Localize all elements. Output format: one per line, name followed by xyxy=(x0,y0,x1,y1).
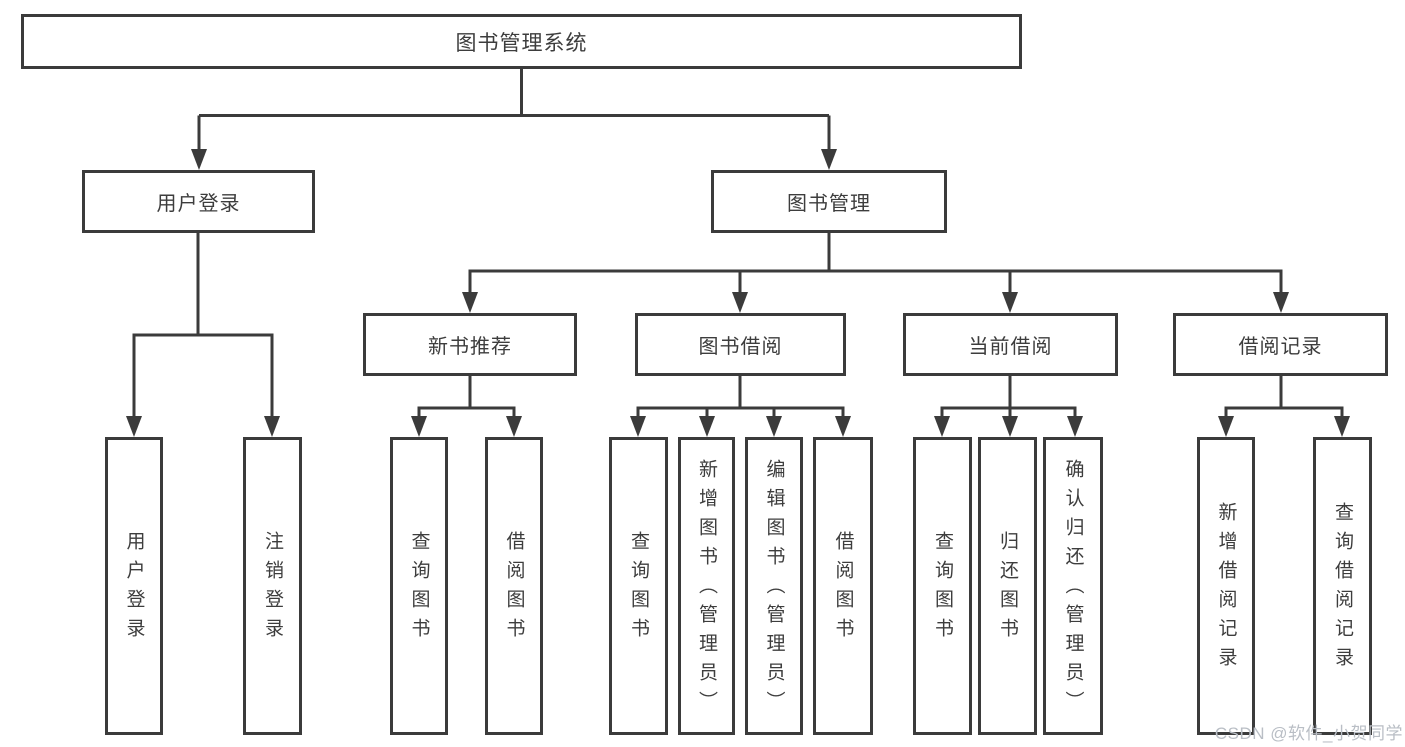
node-library-management-system: 图书管理系统 xyxy=(21,14,1022,69)
leaf-borrow-books-borrowing: 借阅图书 xyxy=(813,437,873,735)
leaf-query-borrow-record: 查询借阅记录 xyxy=(1313,437,1372,735)
node-book-management: 图书管理 xyxy=(711,170,947,233)
node-borrowing-records: 借阅记录 xyxy=(1173,313,1388,376)
node-new-book-recommendation: 新书推荐 xyxy=(363,313,577,376)
leaf-user-login: 用户登录 xyxy=(105,437,163,735)
leaf-query-books-borrowing: 查询图书 xyxy=(609,437,668,735)
leaf-logout: 注销登录 xyxy=(243,437,302,735)
arrowhead-icons xyxy=(126,149,1350,437)
watermark: CSDN @软件_小贺同学 xyxy=(1214,724,1403,743)
leaf-query-books-current: 查询图书 xyxy=(913,437,972,735)
node-user-login: 用户登录 xyxy=(82,170,315,233)
node-current-borrowing: 当前借阅 xyxy=(903,313,1118,376)
leaf-add-book-admin: 新增图书（管理员） xyxy=(678,437,735,735)
leaf-confirm-return-admin: 确认归还（管理员） xyxy=(1043,437,1103,735)
leaf-edit-book-admin: 编辑图书（管理员） xyxy=(745,437,803,735)
leaf-query-books-recommend: 查询图书 xyxy=(390,437,448,735)
leaf-return-book: 归还图书 xyxy=(978,437,1037,735)
leaf-borrow-books-recommend: 借阅图书 xyxy=(485,437,543,735)
node-book-borrowing: 图书借阅 xyxy=(635,313,846,376)
leaf-add-borrow-record: 新增借阅记录 xyxy=(1197,437,1255,735)
